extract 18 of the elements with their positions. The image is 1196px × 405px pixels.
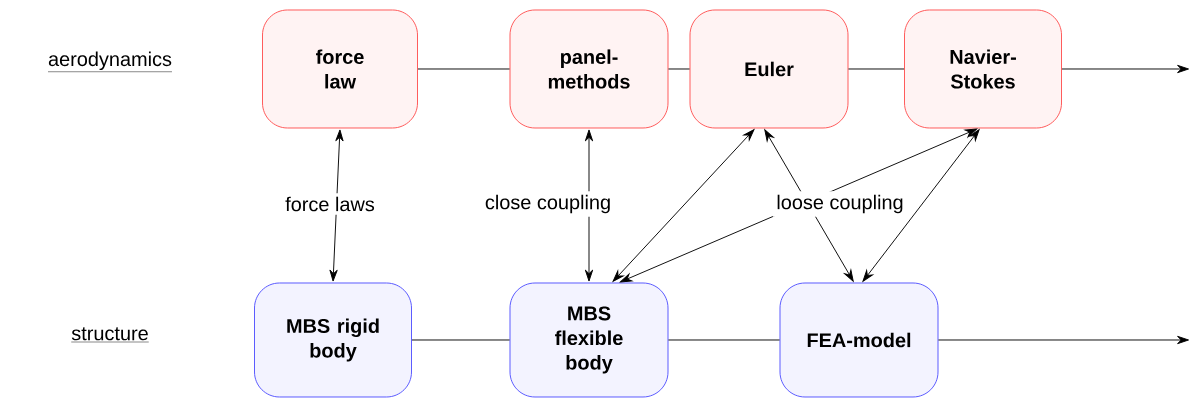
structure-model-box: MBS flexible body bbox=[509, 282, 669, 398]
aero-method-box: panel-methods bbox=[509, 9, 669, 129]
structure-model-box: MBS rigid body bbox=[254, 282, 412, 398]
arrow bbox=[612, 129, 755, 282]
aero-method-box: force law bbox=[262, 9, 418, 129]
arrow bbox=[584, 129, 594, 282]
arrow bbox=[329, 129, 344, 282]
structure-model-box: FEA-model bbox=[779, 282, 939, 398]
edge-label: force laws bbox=[281, 193, 379, 215]
row-heading: structure bbox=[71, 327, 149, 343]
arrow bbox=[938, 335, 1189, 345]
aero-method-box: Euler bbox=[689, 9, 849, 129]
edge-label: close coupling bbox=[481, 191, 615, 217]
row-heading: aerodynamics bbox=[47, 51, 173, 72]
arrow bbox=[1061, 64, 1189, 74]
arrow bbox=[862, 129, 980, 282]
aero-method-box: Navier-Stokes bbox=[904, 9, 1062, 129]
edge-label: loose coupling bbox=[772, 191, 908, 217]
